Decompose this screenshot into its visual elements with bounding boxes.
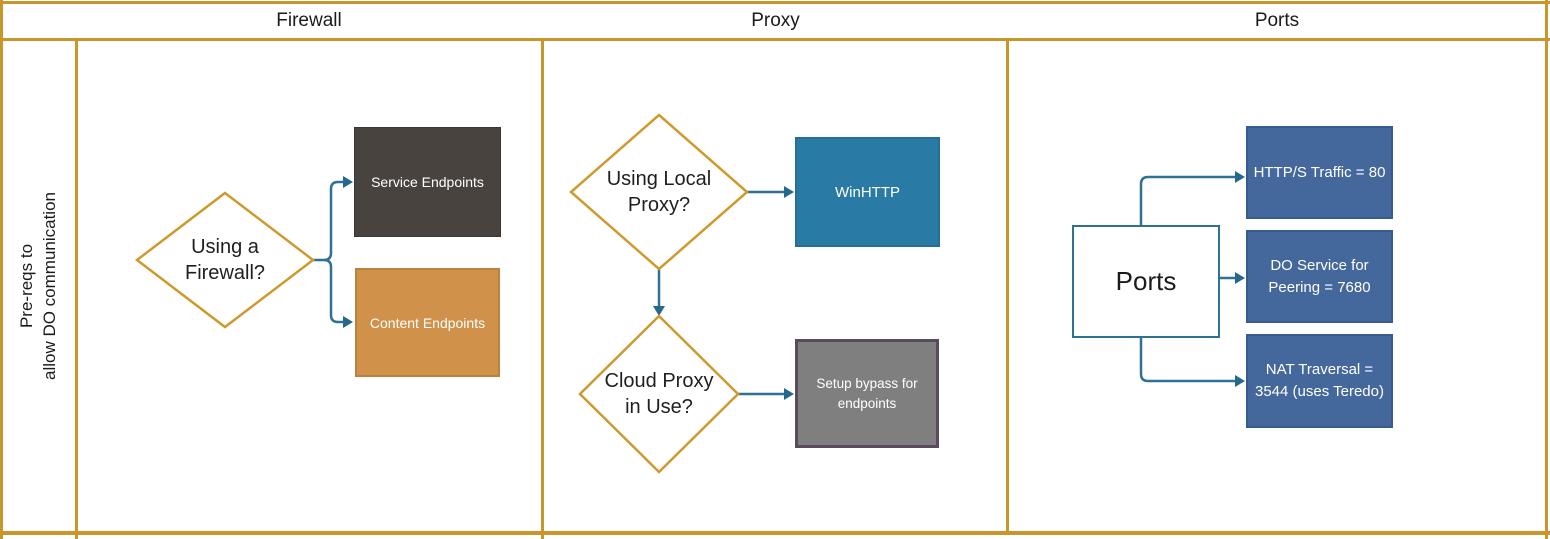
cloud-proxy-decision-diamond: [578, 314, 740, 474]
cloud-proxy-decision-label: Cloud Proxy in Use?: [604, 370, 714, 418]
connector-lines: [313, 175, 1235, 396]
service-endpoints-box: Service Endpoints: [354, 127, 501, 237]
frame-right-line: [1545, 0, 1548, 539]
arrow-head-icon: [784, 186, 794, 198]
arrow-head-icon: [343, 176, 353, 188]
decision-diamonds: [134, 113, 749, 474]
do-service-port-box: DO Service for Peering = 7680: [1246, 230, 1393, 323]
nat-traversal-port-box: NAT Traversal = 3544 (uses Teredo): [1246, 334, 1393, 428]
row-label-prereqs: Pre-reqs to allow DO communication: [17, 192, 59, 381]
setup-bypass-box: Setup bypass for endpoints: [795, 339, 939, 448]
header-bottom-line: [0, 38, 1550, 41]
lane-header-proxy: Proxy: [751, 10, 800, 31]
arrow-head-icon: [343, 316, 353, 328]
lane-header-ports: Ports: [1254, 10, 1300, 31]
sidebar-divider-line: [75, 38, 78, 539]
firewall-decision-label: Using a Firewall?: [184, 236, 266, 284]
frame-left-line: [0, 0, 3, 539]
arrow-head-icon: [1235, 375, 1245, 387]
arrow-head-icon: [1235, 171, 1245, 183]
winhttp-box: WinHTTP: [795, 137, 940, 247]
connector-ports-to-nat: [1139, 338, 1235, 383]
lane-divider-proxy-ports: [1006, 38, 1009, 533]
content-endpoints-box: Content Endpoints: [355, 268, 500, 377]
arrowheads: [343, 171, 1245, 400]
ports-source-box: Ports: [1072, 225, 1220, 338]
frame-top-line: [0, 1, 1550, 4]
arrow-head-icon: [653, 306, 665, 316]
local-proxy-decision-diamond: [569, 113, 749, 271]
lane-divider-firewall-proxy: [541, 38, 544, 539]
connector-firewall-to-content: [323, 258, 343, 324]
lane-bottom-line: [0, 531, 1550, 535]
arrow-head-icon: [784, 388, 794, 400]
arrow-head-icon: [1235, 272, 1245, 284]
firewall-decision-diamond: [134, 191, 316, 329]
connector-ports-to-http: [1139, 175, 1235, 225]
local-proxy-decision-label: Using Local Proxy?: [606, 168, 712, 216]
connector-firewall-to-service: [313, 180, 343, 262]
lane-header-firewall: Firewall: [276, 10, 342, 31]
http-traffic-port-box: HTTP/S Traffic = 80: [1246, 126, 1393, 219]
